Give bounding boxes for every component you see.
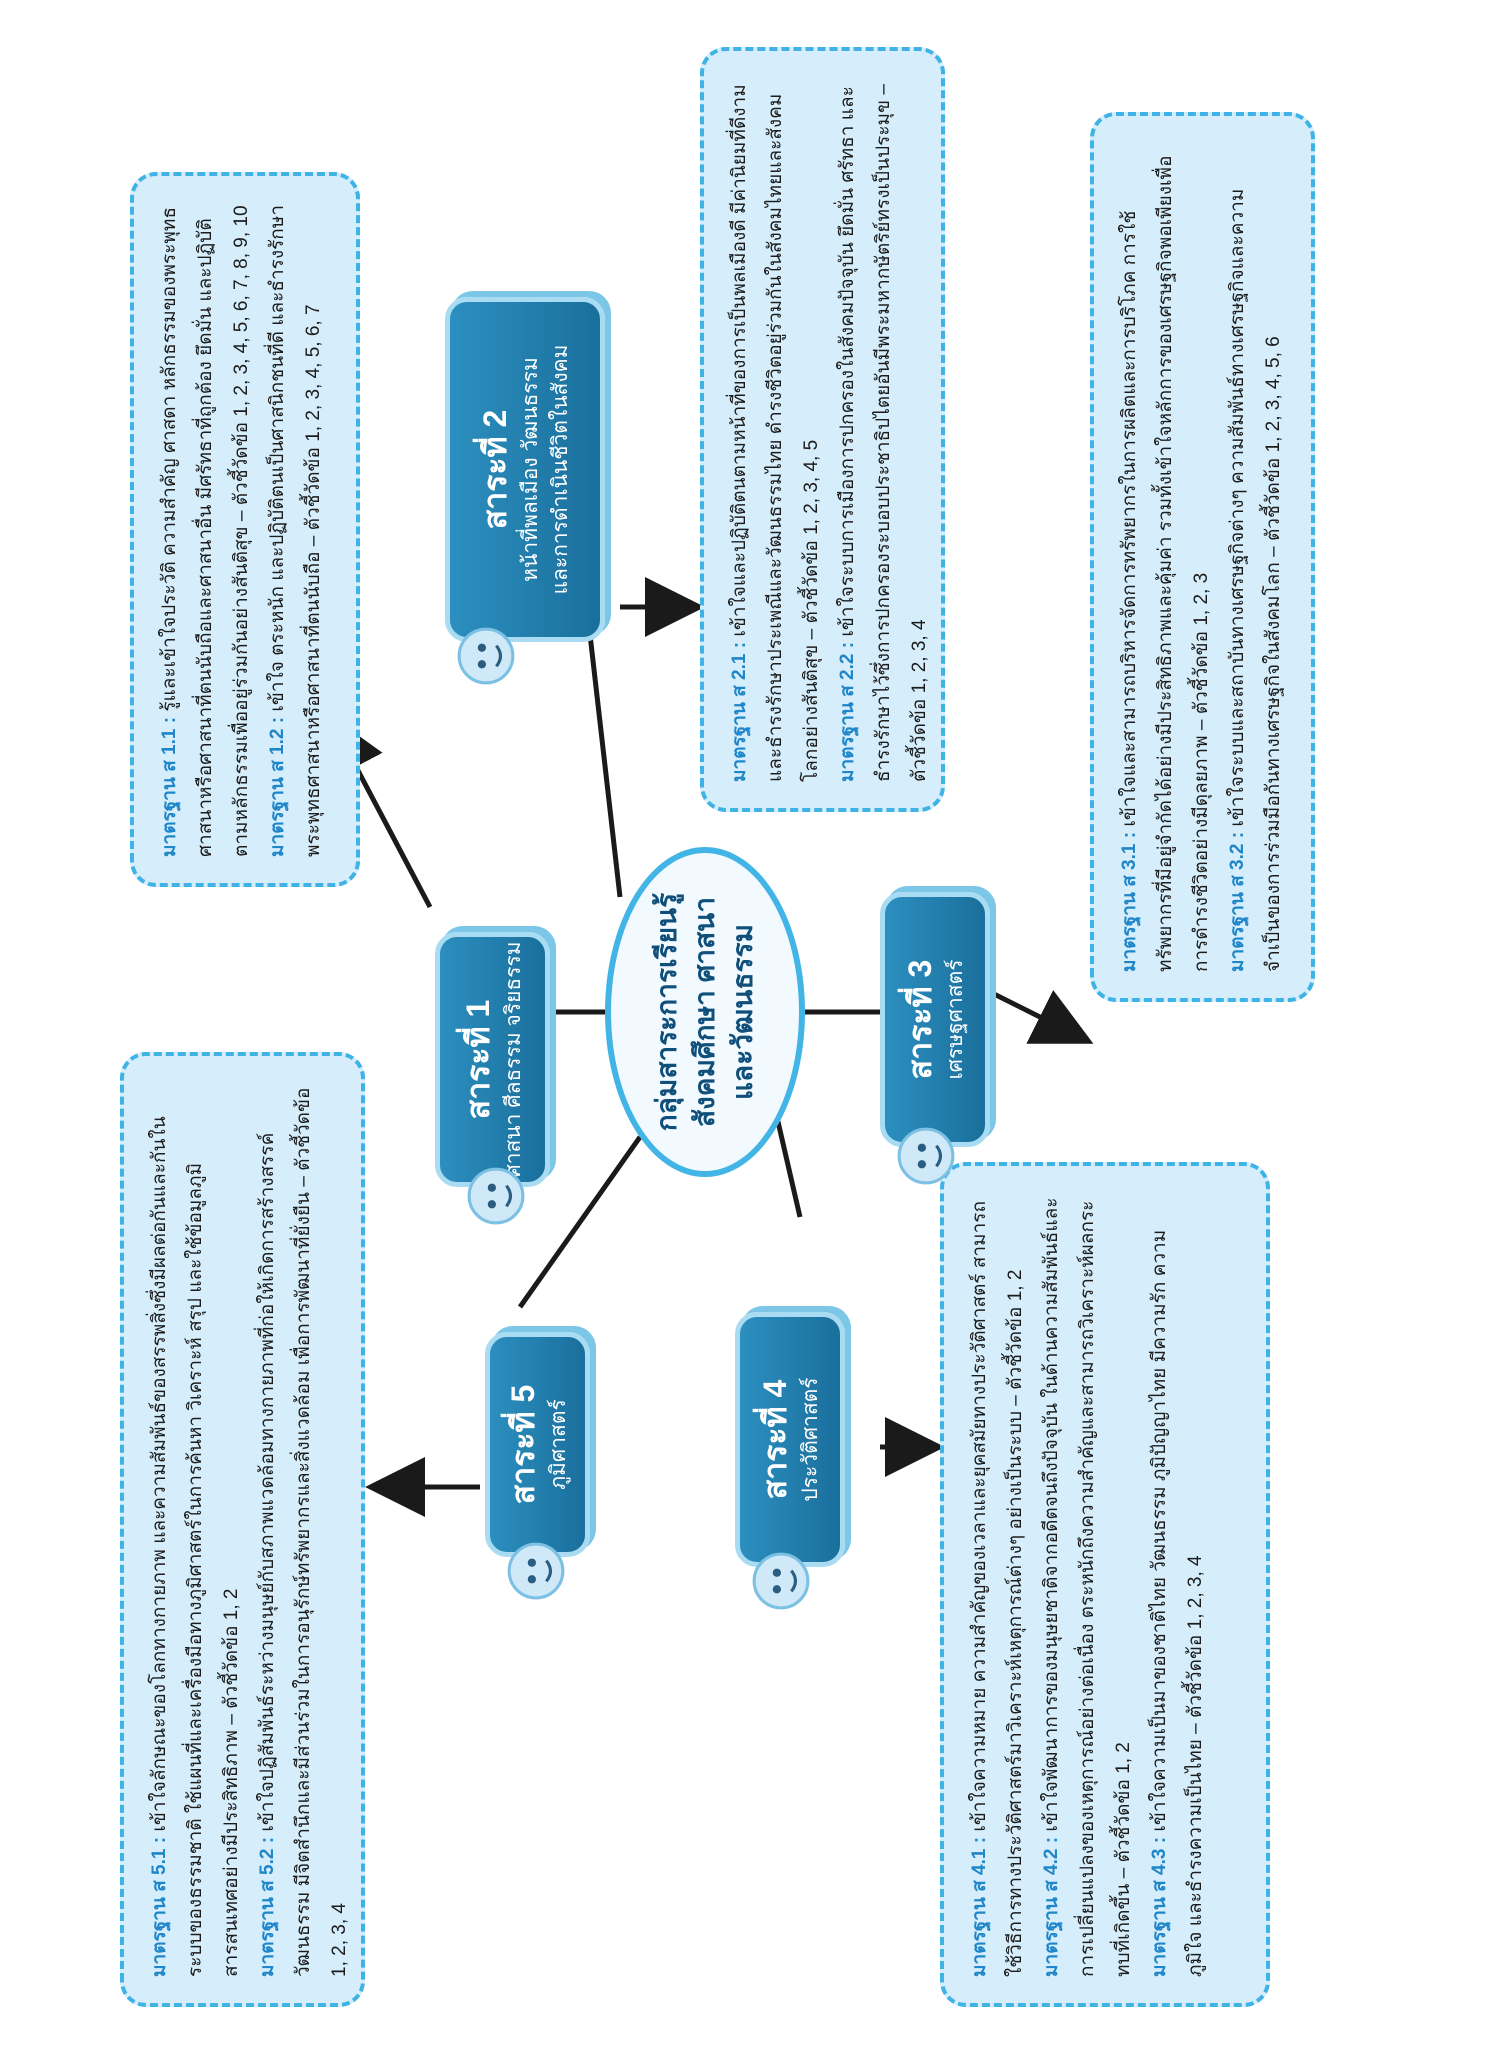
strand-3-title: สาระที่ 3 bbox=[902, 959, 938, 1080]
strand-node-2: สาระที่ 2 หน้าที่พลเมือง วัฒนธรรม และการ… bbox=[445, 297, 605, 642]
standard-5-2: มาตรฐาน ส 5.2 : เข้าใจปฏิสัมพันธ์ระหว่าง… bbox=[257, 1087, 350, 1977]
center-line-1: กลุ่มสาระการเรียนรู้ bbox=[651, 892, 682, 1132]
standards-box-s4: มาตรฐาน ส 4.1 : เข้าใจความหมาย ความสำคัญ… bbox=[940, 1162, 1270, 2007]
strand-1-title: สาระที่ 1 bbox=[459, 999, 496, 1120]
standard-5-1: มาตรฐาน ส 5.1 : เข้าใจลักษณะของโลกทางกาย… bbox=[149, 1116, 242, 1977]
standards-box-s3: มาตรฐาน ส 3.1 : เข้าใจและสามารถบริหารจัด… bbox=[1090, 112, 1315, 1002]
standard-1-1: มาตรฐาน ส 1.1 : รู้และเข้าใจประวัติ ความ… bbox=[159, 205, 252, 857]
standard-3-1: มาตรฐาน ส 3.1 : เข้าใจและสามารถบริหารจัด… bbox=[1119, 155, 1212, 973]
standard-4-1: มาตรฐาน ส 4.1 : เข้าใจความหมาย ความสำคัญ… bbox=[969, 1201, 1026, 1977]
strand-2-subtitle-line1: หน้าที่พลเมือง วัฒนธรรม bbox=[519, 357, 542, 582]
mascot-icon bbox=[752, 1552, 810, 1610]
arrow-s3 bbox=[978, 984, 1094, 1044]
strand-1-subtitle: ศาสนา ศีลธรรม จริยธรรม bbox=[501, 941, 525, 1178]
strand-2-title: สาระที่ 2 bbox=[477, 409, 513, 530]
standard-2-2: มาตรฐาน ส 2.2 : เข้าใจระบบการเมืองการปกค… bbox=[837, 84, 930, 782]
standard-4-2: มาตรฐาน ส 4.2 : เข้าใจพัฒนาการของมนุษยชา… bbox=[1041, 1197, 1134, 1978]
standards-box-s1: มาตรฐาน ส 1.1 : รู้และเข้าใจประวัติ ความ… bbox=[130, 172, 360, 887]
center-line-2: สังคมศึกษา ศาสนา bbox=[689, 896, 720, 1128]
link-center-s5 bbox=[517, 1135, 643, 1309]
strand-3-subtitle: เศรษฐศาสตร์ bbox=[944, 959, 967, 1080]
standard-2-1: มาตรฐาน ส 2.1 : เข้าใจและปฏิบัติตนตามหน้… bbox=[729, 84, 822, 782]
strand-4-title: สาระที่ 4 bbox=[757, 1379, 793, 1500]
standards-box-s2: มาตรฐาน ส 2.1 : เข้าใจและปฏิบัติตนตามหน้… bbox=[700, 47, 945, 812]
strand-node-5: สาระที่ 5 ภูมิศาสตร์ bbox=[485, 1332, 590, 1557]
strand-2-subtitle-line2: และการดำเนินชีวิตในสังคม bbox=[549, 344, 572, 595]
strand-node-4: สาระที่ 4 ประวัติศาสตร์ bbox=[735, 1312, 845, 1567]
standard-4-3: มาตรฐาน ส 4.3 : เข้าใจความเป็นมาของชาติไ… bbox=[1149, 1229, 1206, 1977]
mascot-icon bbox=[467, 1167, 525, 1225]
standard-3-2: มาตรฐาน ส 3.2 : เข้าใจระบบและสถาบันทางเศ… bbox=[1227, 188, 1284, 972]
strand-node-3: สาระที่ 3 เศรษฐศาสตร์ bbox=[880, 892, 990, 1147]
standards-box-s5: มาตรฐาน ส 5.1 : เข้าใจลักษณะของโลกทางกาย… bbox=[120, 1052, 365, 2007]
strand-4-subtitle: ประวัติศาสตร์ bbox=[799, 1377, 822, 1502]
mascot-icon bbox=[457, 627, 515, 685]
strand-5-subtitle: ภูมิศาสตร์ bbox=[546, 1399, 570, 1490]
strand-node-1: สาระที่ 1 ศาสนา ศีลธรรม จริยธรรม bbox=[435, 932, 550, 1187]
mascot-icon bbox=[507, 1542, 565, 1600]
center-line-3: และวัฒนธรรม bbox=[727, 923, 758, 1101]
standard-1-2: มาตรฐาน ส 1.2 : เข้าใจ ตระหนัก และปฏิบัต… bbox=[267, 205, 324, 857]
strand-5-title: สาระที่ 5 bbox=[504, 1384, 541, 1505]
mascot-icon bbox=[897, 1127, 955, 1185]
center-topic: กลุ่มสาระการเรียนรู้ สังคมศึกษา ศาสนา แล… bbox=[605, 847, 805, 1177]
